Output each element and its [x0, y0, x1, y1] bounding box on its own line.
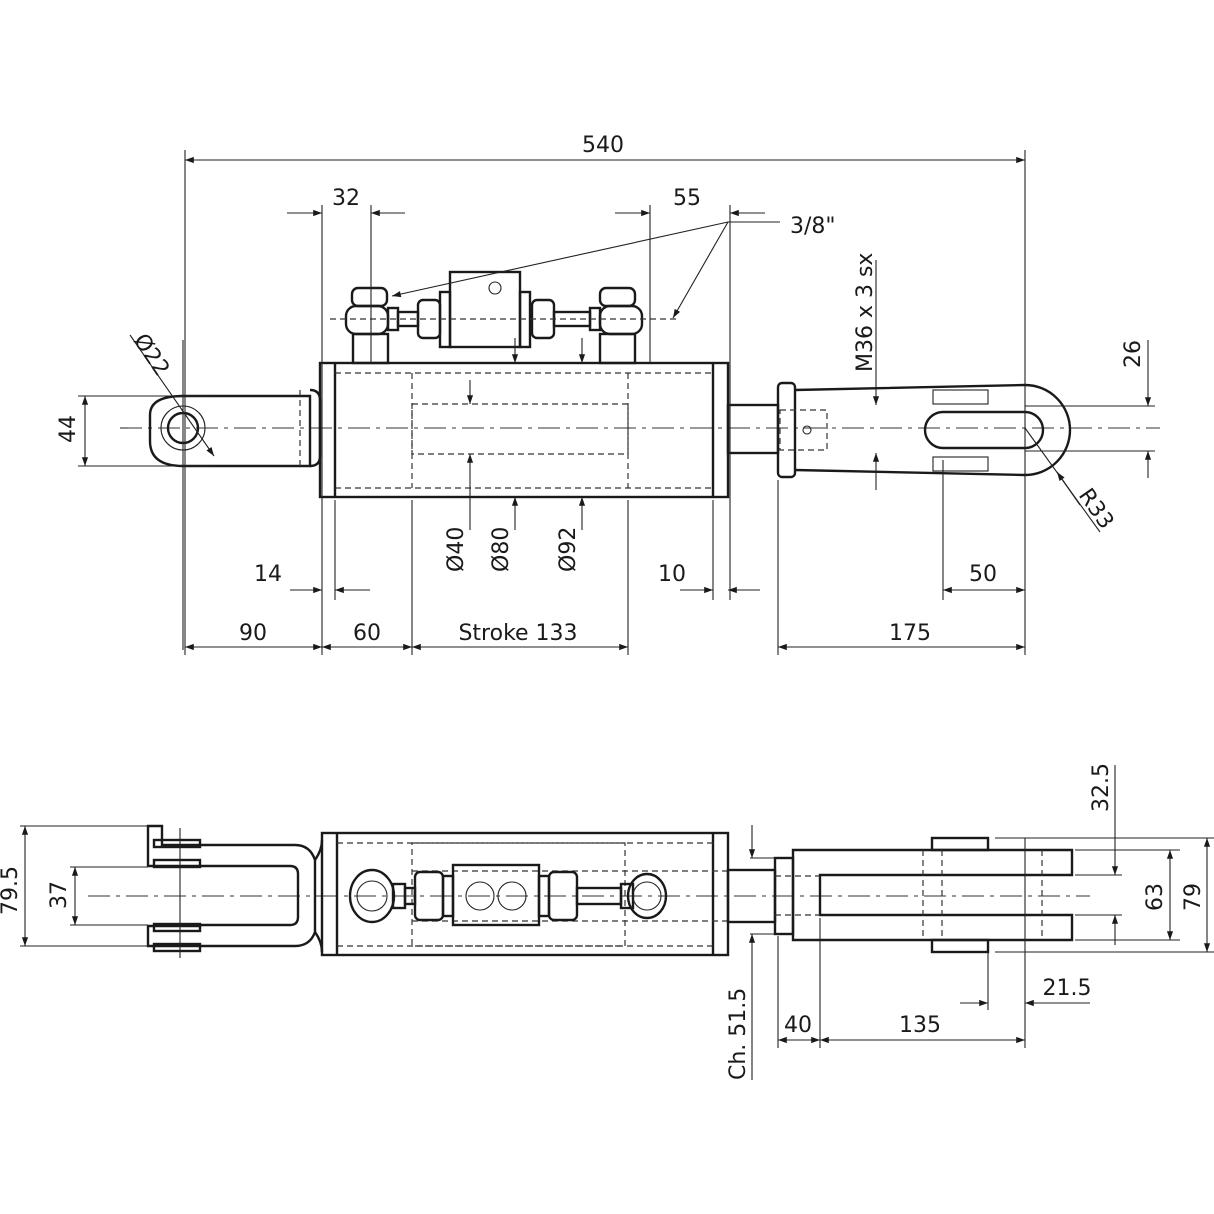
- dim-wrench-51-5: Ch. 51.5: [726, 988, 751, 1080]
- hydraulic-fittings: [330, 270, 680, 365]
- dim-32-5: 32.5: [1089, 763, 1114, 812]
- fork-clevis-right: [726, 836, 1074, 954]
- dim-r33: R33: [1073, 484, 1118, 534]
- dim-175: 175: [889, 621, 931, 646]
- dim-32: 32: [332, 186, 360, 211]
- dim-44: 44: [56, 415, 81, 443]
- dim-79-5: 79.5: [0, 866, 23, 915]
- dim-26: 26: [1121, 340, 1146, 368]
- dim-14: 14: [254, 562, 282, 587]
- dim-21-5: 21.5: [1043, 976, 1092, 1001]
- rod-clevis-right: [726, 381, 1072, 479]
- top-view-dimensions: 540 32 55 3/8" Ø22 44 M36 x 3 sx 26 R33: [56, 133, 1155, 655]
- dim-stroke-133: Stroke 133: [458, 621, 577, 646]
- side-view-dimensions: 79.5 37 32.5 63 79 21.5 40 135 Ch. 51: [0, 763, 1214, 1080]
- dim-diameter-22: Ø22: [128, 329, 174, 381]
- dim-40: 40: [784, 1013, 812, 1038]
- dim-55: 55: [673, 186, 701, 211]
- dim-10: 10: [658, 562, 686, 587]
- cylinder-body-side: [320, 831, 730, 957]
- dim-3-8-inch: 3/8": [790, 214, 836, 239]
- dim-79: 79: [1181, 883, 1206, 911]
- dim-37: 37: [47, 881, 72, 909]
- dim-60: 60: [353, 621, 381, 646]
- dim-diameter-80: Ø80: [489, 527, 514, 572]
- dim-50: 50: [969, 562, 997, 587]
- clevis-left: [146, 824, 324, 958]
- dim-diameter-40: Ø40: [444, 527, 469, 572]
- side-view: 79.5 37 32.5 63 79 21.5 40 135 Ch. 51: [0, 763, 1214, 1080]
- dim-m36-thread: M36 x 3 sx: [853, 253, 878, 372]
- dim-diameter-92: Ø92: [556, 527, 581, 572]
- top-view: 540 32 55 3/8" Ø22 44 M36 x 3 sx 26 R33: [56, 133, 1160, 655]
- cylinder-body: [318, 361, 730, 499]
- rod-eye-left: [148, 340, 322, 650]
- dim-540: 540: [582, 133, 624, 158]
- dim-90: 90: [239, 621, 267, 646]
- dim-135: 135: [899, 1013, 941, 1038]
- dim-63: 63: [1143, 883, 1168, 911]
